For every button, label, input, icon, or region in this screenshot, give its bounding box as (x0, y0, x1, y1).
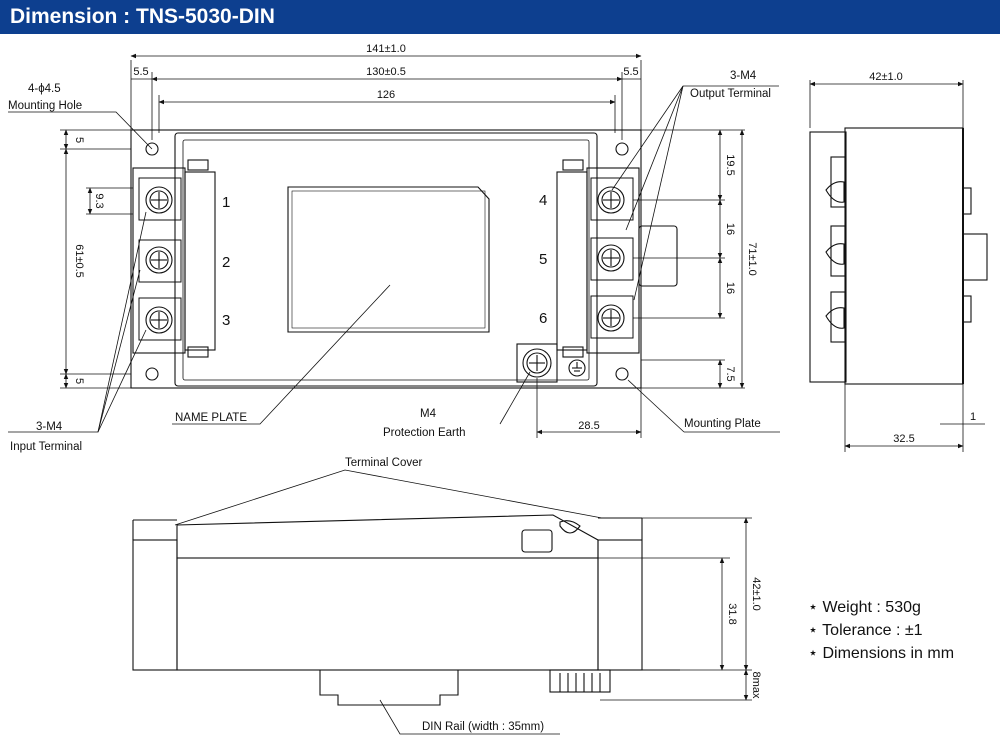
mounting-plate-outline (130, 129, 642, 389)
name-plate-label: NAME PLATE (175, 412, 247, 424)
dim-inner-width: 126 (377, 89, 395, 101)
output-terminal-block (556, 159, 678, 358)
dim-front-depth: 42±1.0 (750, 577, 762, 611)
output-m4-label: 3-M4 (730, 70, 757, 82)
dim-edge-bottom: 5 (73, 378, 85, 384)
mounting-hole-label: Mounting Hole (8, 100, 82, 112)
protection-earth-label: Protection Earth (383, 427, 465, 439)
notes-list: ⋆ Weight : 530g ⋆ Tolerance : ±1 ⋆ Dimen… (808, 596, 954, 665)
terminal-cover-label: Terminal Cover (345, 457, 422, 469)
body-outline (174, 132, 598, 387)
dim-t-top: 19.5 (724, 154, 736, 175)
input-terminal-block (132, 159, 216, 358)
input-terminal-label: Input Terminal (10, 441, 82, 453)
terminal-number-6: 6 (539, 310, 547, 327)
dim-t-pitch1: 16 (724, 223, 736, 235)
dimension-drawing: 141±1.0 130±0.5 126 5.5 5.5 4-ϕ4.5 Mount… (8, 43, 988, 735)
terminal-number-5: 5 (539, 251, 547, 268)
terminal-number-2: 2 (222, 254, 230, 271)
dim-t-bottom: 7.5 (724, 366, 736, 381)
name-plate (287, 186, 490, 333)
top-view-dimensions (8, 53, 780, 438)
dim-height-right: 71±1.0 (746, 242, 758, 276)
note-units: ⋆ Dimensions in mm (808, 645, 955, 662)
dim-hole-pitch: 130±0.5 (366, 66, 406, 78)
mounting-hole-bl (145, 367, 159, 381)
mounting-plate-label: Mounting Plate (684, 418, 761, 430)
front-right-plate (597, 539, 643, 671)
page-title: Dimension : TNS-5030-DIN (10, 5, 275, 28)
dim-side-depth: 42±1.0 (869, 71, 903, 83)
mounting-hole-br (615, 367, 629, 381)
mounting-hole-tl (145, 142, 159, 156)
note-tolerance: ⋆ Tolerance : ±1 (808, 622, 923, 639)
front-left-plate (132, 539, 178, 671)
dim-rail-max: 8max (750, 672, 762, 699)
front-view (132, 514, 680, 706)
top-view-labels: 141±1.0 130±0.5 126 5.5 5.5 4-ϕ4.5 Mount… (8, 43, 771, 453)
output-terminal-label: Output Terminal (690, 88, 771, 100)
dim-side-plate: 1 (970, 411, 976, 423)
dim-edge-top: 5 (73, 137, 85, 143)
terminal-cover-front (176, 514, 599, 559)
top-view (130, 129, 678, 389)
input-m4-label: 3-M4 (36, 421, 63, 433)
mounting-hole-tr (615, 142, 629, 156)
dim-terminal-pitch-left: 9.3 (93, 193, 105, 208)
din-rail (300, 669, 680, 706)
pe-m4-label: M4 (420, 408, 437, 420)
terminal-number-3: 3 (222, 312, 230, 329)
dim-edge-left: 5.5 (133, 66, 148, 78)
dim-overall-width: 141±1.0 (366, 43, 406, 55)
title-bar: Dimension : TNS-5030-DIN (0, 0, 1000, 34)
din-rail-label: DIN Rail (width : 35mm) (422, 721, 544, 733)
earth-symbol (568, 359, 586, 377)
dim-pe-offset: 28.5 (578, 420, 599, 432)
terminal-number-1: 1 (222, 194, 230, 211)
dim-t-pitch2: 16 (724, 282, 736, 294)
hole-diameter-label: 4-ϕ4.5 (28, 83, 61, 95)
note-weight: ⋆ Weight : 530g (808, 599, 921, 616)
side-view (809, 127, 988, 385)
dim-edge-right: 5.5 (623, 66, 638, 78)
dim-side-base: 32.5 (893, 433, 914, 445)
dim-front-body: 31.8 (726, 603, 738, 624)
dim-height-left: 61±0.5 (73, 244, 85, 278)
front-view-dimensions (174, 469, 752, 735)
front-body (176, 557, 599, 671)
side-view-dimensions (809, 80, 985, 452)
terminal-number-4: 4 (539, 192, 547, 209)
side-body (844, 127, 964, 385)
